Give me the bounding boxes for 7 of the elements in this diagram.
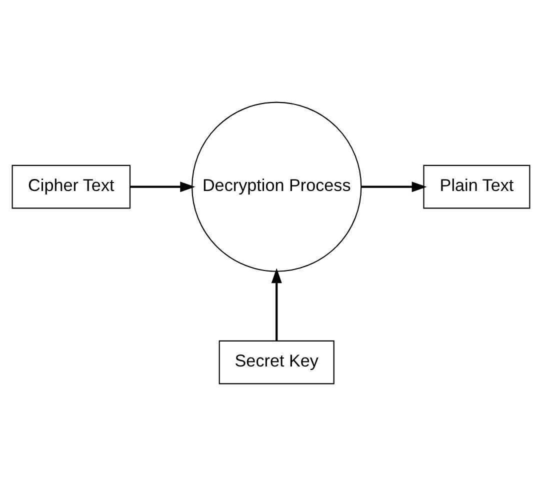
node-box: Secret Key — [218, 340, 334, 384]
node-circle: Decryption Process — [192, 102, 362, 272]
arrow — [361, 182, 427, 192]
arrow — [271, 268, 282, 341]
node-box: Cipher Text — [12, 164, 131, 209]
arrow — [130, 182, 196, 192]
node-box: Plain Text — [423, 164, 530, 209]
